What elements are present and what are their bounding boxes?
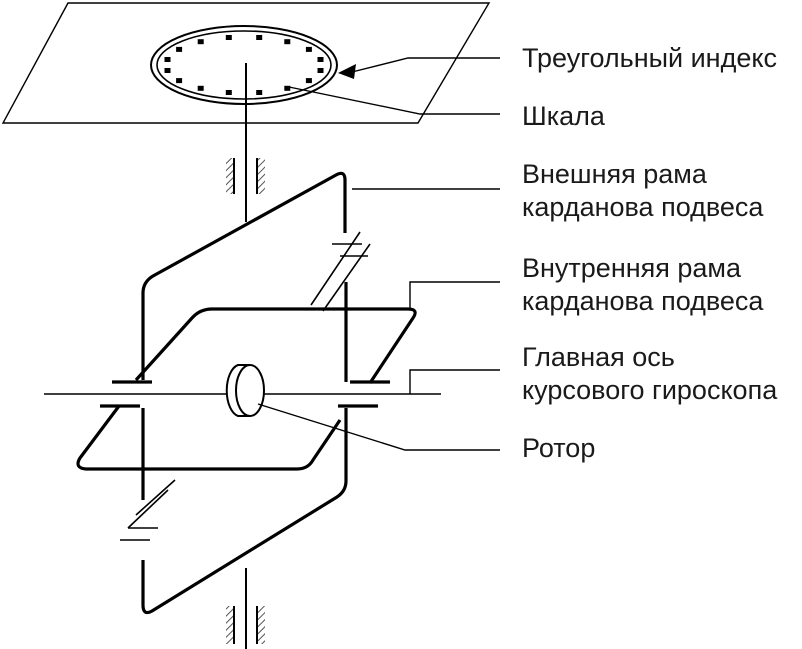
scale-tick: [317, 57, 324, 62]
scale-tick-marks: [164, 35, 324, 95]
main-axis-brackets: [100, 380, 390, 408]
scale-tick: [284, 39, 291, 45]
label-outer-frame-line1: Внешняя рама: [522, 159, 707, 189]
scale-dial: [150, 25, 338, 105]
triangular-index-icon: [338, 64, 356, 79]
outer-gimbal-frame: [141, 171, 348, 615]
scale-tick: [317, 68, 324, 73]
scale-tick: [176, 78, 183, 84]
scale-tick: [256, 35, 263, 40]
label-triangular-index: Треугольный индекс: [522, 43, 777, 73]
label-inner-frame-line1: Внутренняя рама: [522, 253, 741, 283]
scale-tick: [197, 39, 204, 45]
label-main-axis-line1: Главная ось: [522, 342, 675, 372]
scale-tick: [305, 46, 312, 52]
scale-tick: [305, 78, 312, 84]
scale-tick: [225, 90, 232, 95]
scale-tick: [225, 35, 232, 40]
upper-bearing: [226, 158, 265, 194]
frame-gap-marks: [120, 231, 371, 541]
label-scale: Шкала: [522, 101, 605, 131]
label-rotor: Ротор: [522, 433, 596, 463]
lower-bearing: [226, 606, 265, 644]
scale-tick: [256, 90, 263, 95]
scale-tick: [197, 85, 204, 91]
scale-tick: [164, 68, 171, 73]
rotor-cylinder: [225, 364, 265, 417]
scale-tick: [284, 85, 291, 91]
scale-tick: [176, 46, 183, 52]
label-main-axis-line2: курсового гироскопа: [522, 375, 778, 405]
inner-gimbal-frame: [76, 307, 417, 471]
label-inner-frame-line2: карданова подвеса: [522, 286, 764, 316]
scale-tick: [164, 57, 171, 62]
leader-lines: [257, 57, 500, 451]
label-outer-frame-line2: карданова подвеса: [522, 192, 764, 222]
